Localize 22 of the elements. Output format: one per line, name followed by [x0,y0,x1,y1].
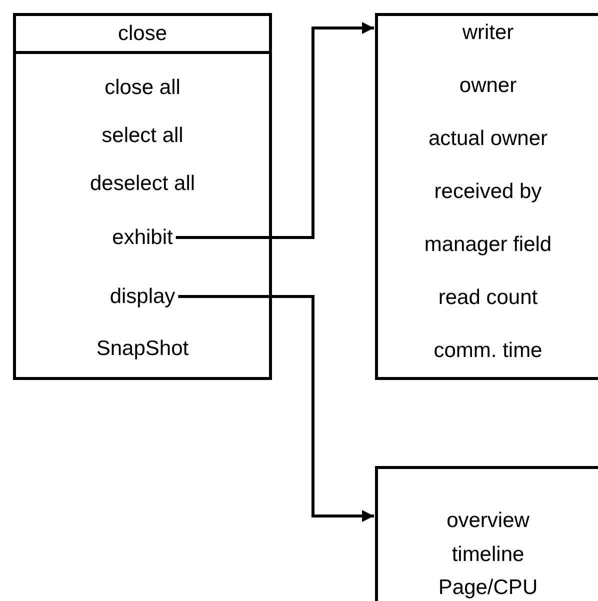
menu-item: select all [102,124,184,147]
menu-item: close all [104,76,180,99]
list-item-text: writer [461,20,515,46]
list-item-text: received by [433,179,543,205]
list-item-text: overview [446,508,530,534]
menu-box [13,13,272,380]
view-list-box [375,466,598,601]
menu-header: close [16,16,269,54]
attribute-list-box [375,13,598,380]
menu-item: exhibit [112,226,173,249]
list-item-text: timeline [450,542,526,568]
menu-item: SnapShot [96,337,189,360]
list-item-text: owner [458,73,518,99]
menu-item: display [110,285,176,308]
list-item-text: read count [437,285,539,311]
list-item-text: Page/CPU [437,575,539,601]
list-item-text: comm. time [432,338,544,364]
list-item-text: manager field [423,232,553,258]
arrow [178,295,374,522]
menu-item: deselect all [90,172,196,195]
arrow [176,22,374,239]
list-item-text: actual owner [427,126,549,152]
